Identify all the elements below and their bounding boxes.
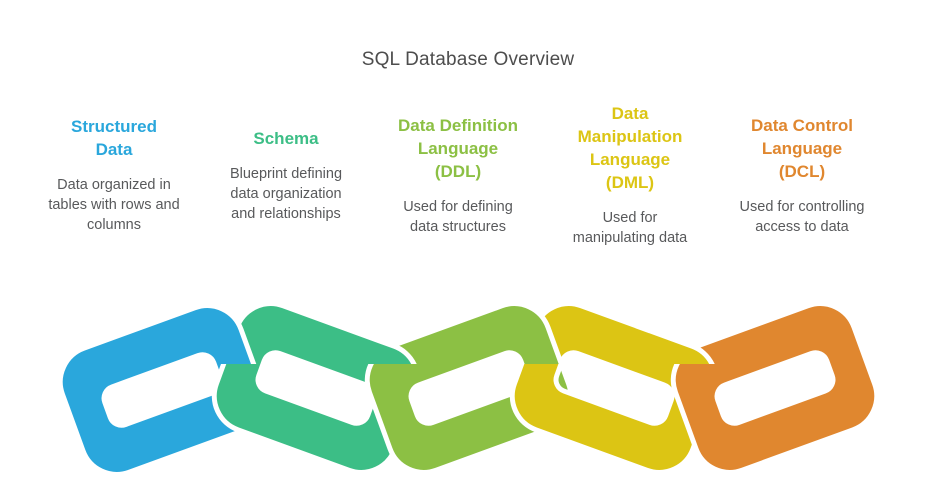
page-title: SQL Database Overview <box>361 49 575 70</box>
concept-description: Used for controlling access to data <box>739 198 865 235</box>
concept-description: Blueprint defining data organization and… <box>229 165 343 222</box>
concept-column-dml: Data Manipulation Language (DML) Used fo… <box>544 95 716 255</box>
concept-column-schema: Schema Blueprint defining data organizat… <box>200 95 372 255</box>
concept-columns: Structured Data Data organized in tables… <box>0 95 926 255</box>
concept-description: Used for manipulating data <box>572 210 688 246</box>
chain-illustration <box>0 288 936 488</box>
concept-description: Used for defining data structures <box>403 198 513 235</box>
concept-column-dcl: Data Control Language (DCL) Used for con… <box>716 95 888 255</box>
chain-link-5 <box>663 293 887 482</box>
concept-title: Data Definition Language (DDL) <box>398 115 518 181</box>
concept-title: Structured Data <box>71 117 157 159</box>
chain-links-svg <box>0 288 936 488</box>
concept-description: Data organized in tables with rows and c… <box>48 177 180 233</box>
concept-title: Schema <box>253 128 319 148</box>
concept-column-structured-data: Structured Data Data organized in tables… <box>28 95 200 255</box>
concept-column-ddl: Data Definition Language (DDL) Used for … <box>372 95 544 255</box>
concept-title: Data Manipulation Language (DML) <box>577 104 683 192</box>
concept-title: Data Control Language (DCL) <box>751 115 853 181</box>
